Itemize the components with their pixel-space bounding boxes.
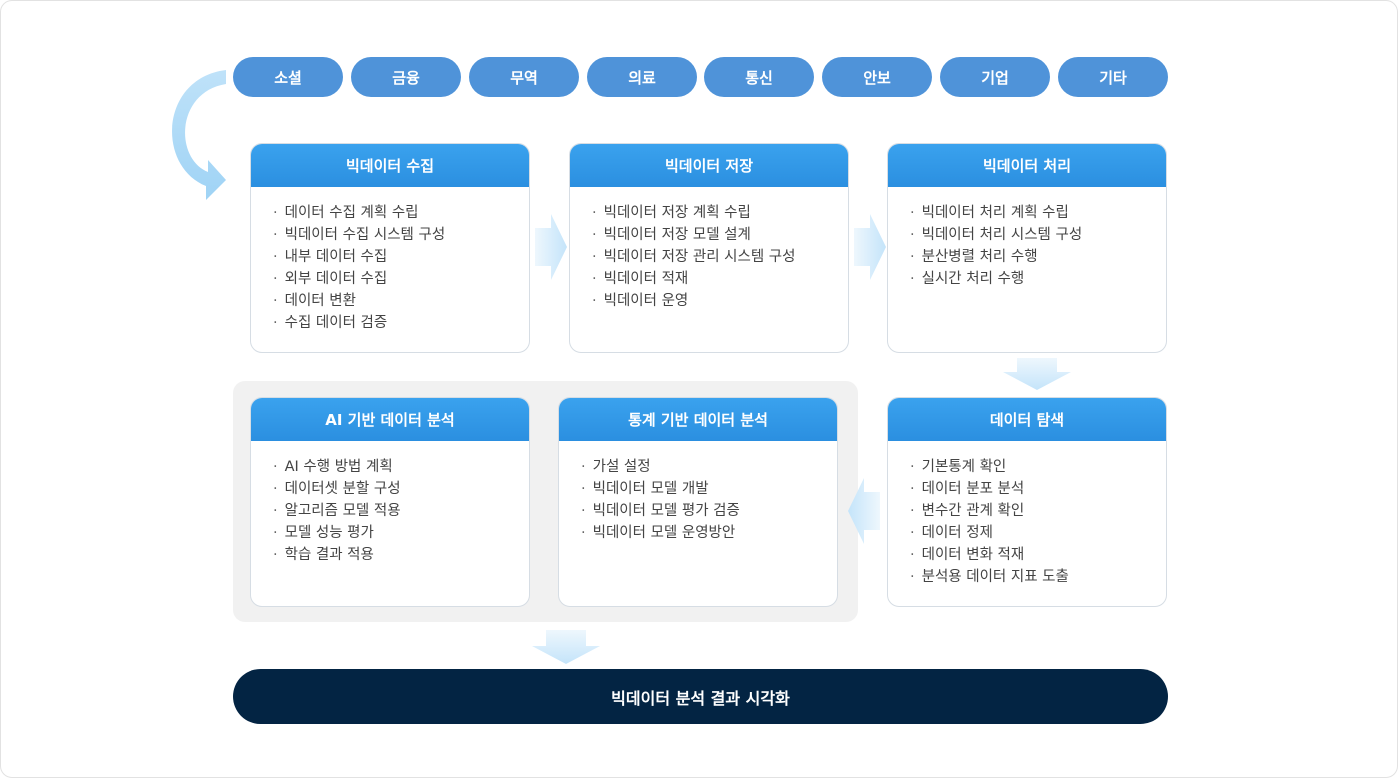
result-visualization-bar: 빅데이터 분석 결과 시각화 bbox=[233, 669, 1168, 724]
list-item: 빅데이터 운영 bbox=[592, 290, 848, 312]
list-item: 실시간 처리 수행 bbox=[910, 268, 1166, 290]
list-item: AI 수행 방법 계획 bbox=[273, 456, 529, 478]
list-item: 변수간 관계 확인 bbox=[910, 500, 1166, 522]
curved-arrow-icon bbox=[172, 70, 226, 200]
list-item: 가설 설정 bbox=[581, 456, 837, 478]
list-item: 데이터 변환 bbox=[273, 290, 529, 312]
category-pill-finance: 금융 bbox=[351, 57, 461, 97]
card-item-list: 데이터 수집 계획 수립 빅데이터 수집 시스템 구성 내부 데이터 수집 외부… bbox=[251, 187, 529, 334]
card-ai-analysis: AI 기반 데이터 분석 AI 수행 방법 계획 데이터셋 분할 구성 알고리즘… bbox=[250, 397, 530, 607]
card-stats-analysis: 통계 기반 데이터 분석 가설 설정 빅데이터 모델 개발 빅데이터 모델 평가… bbox=[558, 397, 838, 607]
list-item: 빅데이터 저장 모델 설계 bbox=[592, 224, 848, 246]
list-item: 데이터셋 분할 구성 bbox=[273, 478, 529, 500]
list-item: 외부 데이터 수집 bbox=[273, 268, 529, 290]
arrow-right-icon bbox=[854, 214, 886, 280]
list-item: 분석용 데이터 지표 도출 bbox=[910, 566, 1166, 588]
list-item: 분산병렬 처리 수행 bbox=[910, 246, 1166, 268]
list-item: 빅데이터 처리 계획 수립 bbox=[910, 202, 1166, 224]
card-title: 빅데이터 저장 bbox=[570, 144, 848, 187]
list-item: 빅데이터 저장 관리 시스템 구성 bbox=[592, 246, 848, 268]
arrow-down-icon bbox=[1003, 358, 1071, 390]
list-item: 학습 결과 적용 bbox=[273, 544, 529, 566]
list-item: 알고리즘 모델 적용 bbox=[273, 500, 529, 522]
card-title: 데이터 탐색 bbox=[888, 398, 1166, 441]
card-store: 빅데이터 저장 빅데이터 저장 계획 수립 빅데이터 저장 모델 설계 빅데이터… bbox=[569, 143, 849, 353]
list-item: 내부 데이터 수집 bbox=[273, 246, 529, 268]
list-item: 기본통계 확인 bbox=[910, 456, 1166, 478]
card-collect: 빅데이터 수집 데이터 수집 계획 수립 빅데이터 수집 시스템 구성 내부 데… bbox=[250, 143, 530, 353]
category-pill-security: 안보 bbox=[822, 57, 932, 97]
arrow-right-icon bbox=[535, 214, 567, 280]
card-title: 빅데이터 처리 bbox=[888, 144, 1166, 187]
category-pill-etc: 기타 bbox=[1058, 57, 1168, 97]
category-pill-medical: 의료 bbox=[587, 57, 697, 97]
card-item-list: 빅데이터 처리 계획 수립 빅데이터 처리 시스템 구성 분산병렬 처리 수행 … bbox=[888, 187, 1166, 290]
card-title: 빅데이터 수집 bbox=[251, 144, 529, 187]
list-item: 빅데이터 처리 시스템 구성 bbox=[910, 224, 1166, 246]
list-item: 빅데이터 모델 개발 bbox=[581, 478, 837, 500]
list-item: 빅데이터 수집 시스템 구성 bbox=[273, 224, 529, 246]
category-pill-trade: 무역 bbox=[469, 57, 579, 97]
category-pill-social: 소셜 bbox=[233, 57, 343, 97]
arrow-down-icon bbox=[532, 630, 600, 664]
list-item: 빅데이터 저장 계획 수립 bbox=[592, 202, 848, 224]
list-item: 빅데이터 적재 bbox=[592, 268, 848, 290]
card-item-list: 기본통계 확인 데이터 분포 분석 변수간 관계 확인 데이터 정제 데이터 변… bbox=[888, 441, 1166, 588]
category-pill-enterprise: 기업 bbox=[940, 57, 1050, 97]
card-explore: 데이터 탐색 기본통계 확인 데이터 분포 분석 변수간 관계 확인 데이터 정… bbox=[887, 397, 1167, 607]
list-item: 데이터 분포 분석 bbox=[910, 478, 1166, 500]
arrow-left-icon bbox=[848, 478, 880, 544]
list-item: 빅데이터 모델 운영방안 bbox=[581, 522, 837, 544]
card-item-list: AI 수행 방법 계획 데이터셋 분할 구성 알고리즘 모델 적용 모델 성능 … bbox=[251, 441, 529, 566]
list-item: 데이터 정제 bbox=[910, 522, 1166, 544]
list-item: 데이터 변화 적재 bbox=[910, 544, 1166, 566]
list-item: 빅데이터 모델 평가 검증 bbox=[581, 500, 837, 522]
card-title: 통계 기반 데이터 분석 bbox=[559, 398, 837, 441]
list-item: 모델 성능 평가 bbox=[273, 522, 529, 544]
card-process: 빅데이터 처리 빅데이터 처리 계획 수립 빅데이터 처리 시스템 구성 분산병… bbox=[887, 143, 1167, 353]
list-item: 수집 데이터 검증 bbox=[273, 312, 529, 334]
card-item-list: 가설 설정 빅데이터 모델 개발 빅데이터 모델 평가 검증 빅데이터 모델 운… bbox=[559, 441, 837, 544]
card-title: AI 기반 데이터 분석 bbox=[251, 398, 529, 441]
card-item-list: 빅데이터 저장 계획 수립 빅데이터 저장 모델 설계 빅데이터 저장 관리 시… bbox=[570, 187, 848, 312]
list-item: 데이터 수집 계획 수립 bbox=[273, 202, 529, 224]
category-pill-telecom: 통신 bbox=[704, 57, 814, 97]
